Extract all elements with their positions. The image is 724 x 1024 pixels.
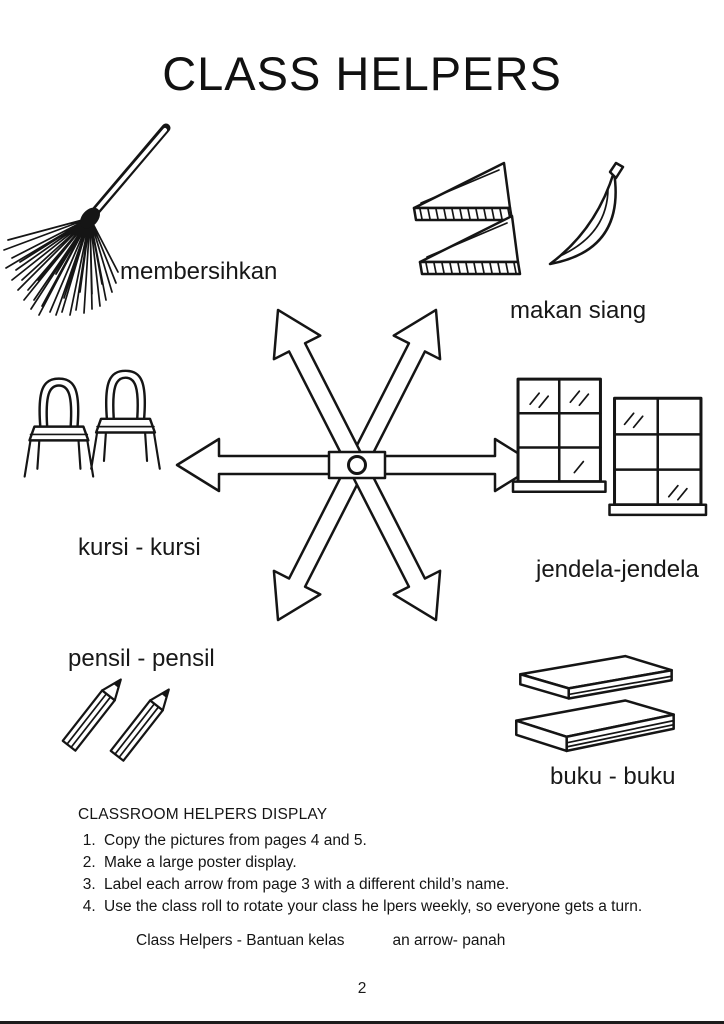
broom-bristles (3, 217, 119, 316)
chair-icon (23, 377, 95, 478)
windows-illustration (511, 377, 708, 517)
broom-illustration (3, 123, 171, 316)
pencils-illustration (61, 678, 170, 762)
pencil-icon (109, 688, 170, 762)
label-pensil: pensil - pensil (68, 645, 215, 672)
book-icon (519, 654, 673, 700)
instruction-item: Use the class roll to rotate your class … (100, 896, 678, 918)
translation-arrow: an arrow- panah (392, 932, 506, 949)
label-makan-siang: makan siang (510, 297, 647, 324)
pencil-icon (61, 678, 122, 752)
instructions-heading: CLASSROOM HELPERS DISPLAY (78, 806, 328, 823)
page-bottom-edge (0, 1021, 724, 1024)
window-icon (511, 377, 607, 493)
books-illustration (515, 654, 675, 753)
label-buku: buku - buku (550, 763, 676, 790)
window-icon (608, 396, 708, 517)
instruction-item: Make a large poster display. (100, 852, 678, 874)
label-membersihkan: membersihkan (120, 258, 278, 285)
book-icon (515, 699, 675, 753)
instruction-item: Label each arrow from page 3 with a diff… (100, 874, 678, 896)
label-jendela: jendela-jendela (536, 556, 699, 583)
label-kursi: kursi - kursi (78, 534, 201, 561)
banana-icon (548, 161, 625, 266)
sandwich-icon (412, 161, 522, 276)
chair-icon (90, 369, 161, 470)
translation-class-helpers: Class Helpers - Bantuan kelas (136, 932, 345, 949)
spinner-pin (347, 455, 367, 475)
instruction-item: Copy the pictures from pages 4 and 5. (100, 830, 678, 852)
chairs-illustration (23, 369, 161, 478)
instructions-list: Copy the pictures from pages 4 and 5. Ma… (100, 830, 678, 918)
translation-footer: Class Helpers - Bantuan kelas an arrow- … (136, 932, 678, 950)
instructions-block: CLASSROOM HELPERS DISPLAY Copy the pictu… (78, 806, 678, 950)
page-title: CLASS HELPERS (162, 47, 562, 100)
broom-binding (80, 207, 100, 229)
rotation-arrows-diagram (175, 308, 539, 622)
lunch-illustration (412, 161, 625, 276)
page-number: 2 (357, 980, 367, 997)
